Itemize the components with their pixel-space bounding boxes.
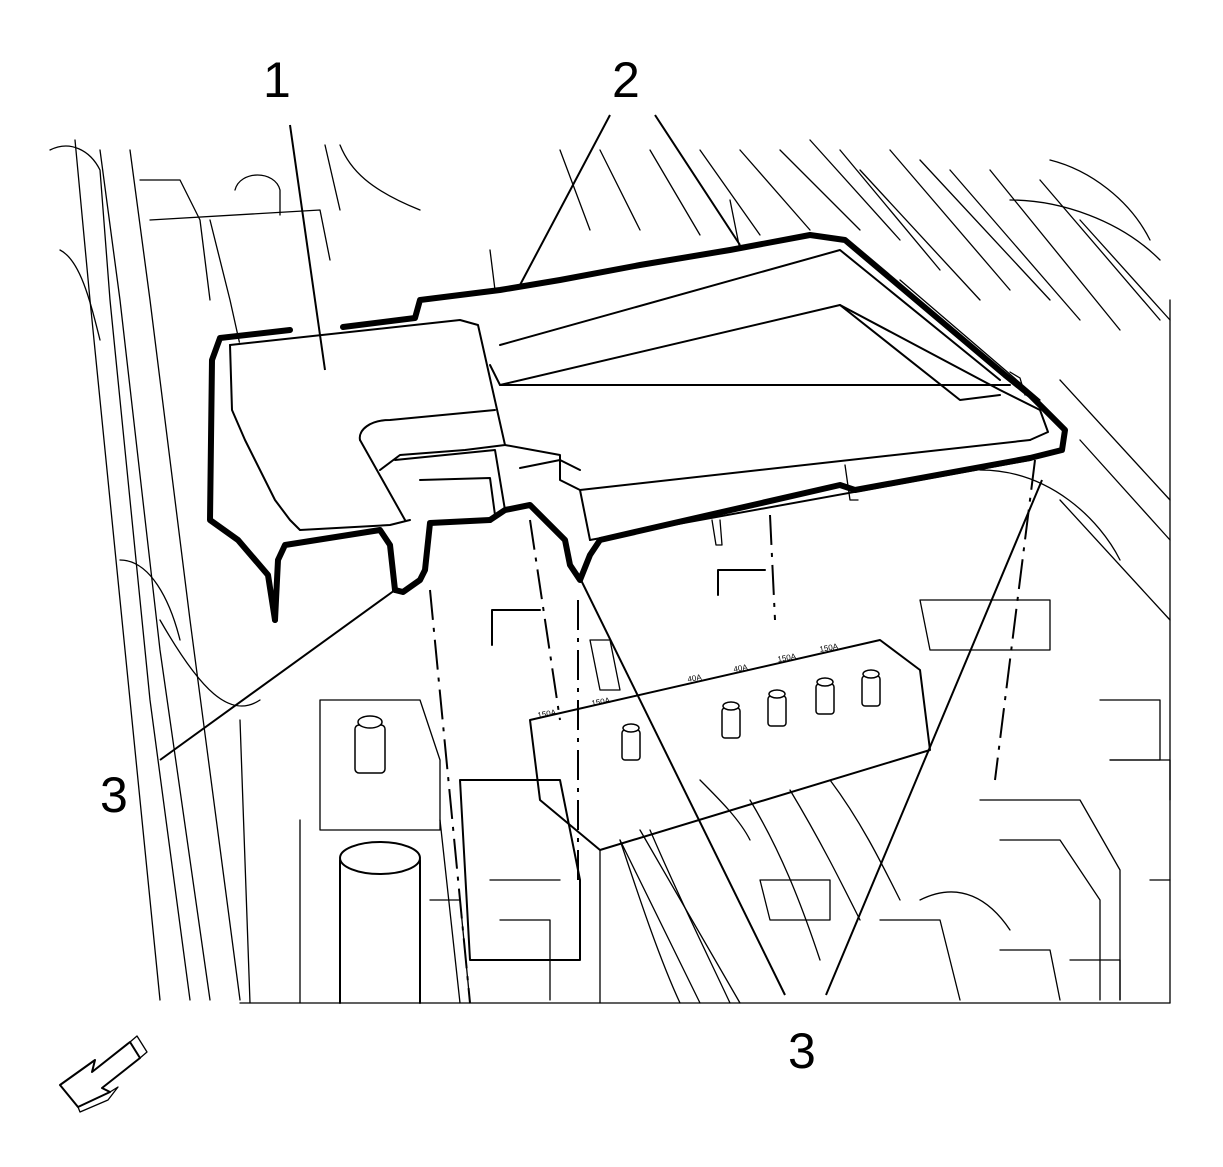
leader-3-left [159, 589, 396, 761]
fuse-labels: 150A 150A 40A 40A 150A 150A [537, 642, 840, 720]
leader-1 [289, 124, 326, 371]
callout-3-right: 3 [788, 1023, 816, 1079]
leader-3-right-a [579, 577, 786, 996]
callout-1: 1 [263, 52, 291, 108]
fuse-label-3: 40A [687, 673, 703, 684]
fuse-block-components: 150A 150A 40A 40A 150A 150A [299, 569, 931, 1004]
fuse-label-6: 150A [819, 642, 840, 654]
callout-leaders [159, 114, 1043, 996]
leader-2b [654, 114, 741, 246]
leader-2a [519, 114, 611, 286]
fuse-label-4: 40A [733, 663, 749, 674]
fuse-label-1: 150A [537, 708, 558, 720]
front-direction-arrow-icon [59, 1035, 148, 1113]
fuse-studs [621, 669, 881, 761]
fuse-label-2: 150A [591, 696, 612, 708]
callout-3-left: 3 [100, 767, 128, 823]
callout-2: 2 [612, 52, 640, 108]
fuse-block-cover [207, 199, 1068, 623]
leader-3-right-b [825, 479, 1043, 996]
fuse-label-5: 150A [777, 652, 798, 664]
